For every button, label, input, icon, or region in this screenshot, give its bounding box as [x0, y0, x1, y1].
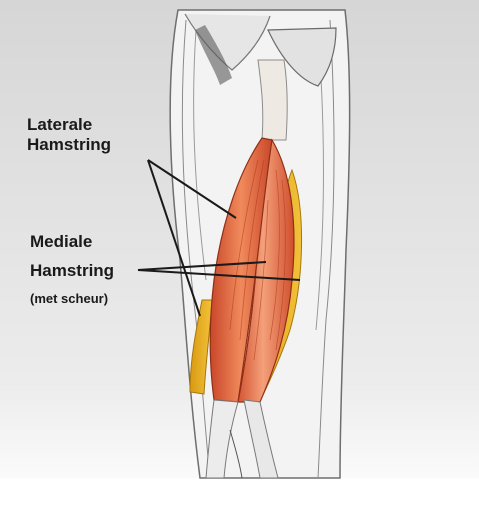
lateral-hamstring-label-line2: Hamstring [27, 135, 111, 155]
medial-hamstring-note: (met scheur) [30, 291, 108, 307]
medial-hamstring-label-line1: Mediale [30, 232, 92, 252]
tendon-origin [258, 60, 287, 140]
bottom-band [0, 478, 479, 509]
lateral-hamstring-label-line1: Laterale [27, 115, 92, 135]
medial-hamstring-label-line2: Hamstring [30, 261, 114, 281]
